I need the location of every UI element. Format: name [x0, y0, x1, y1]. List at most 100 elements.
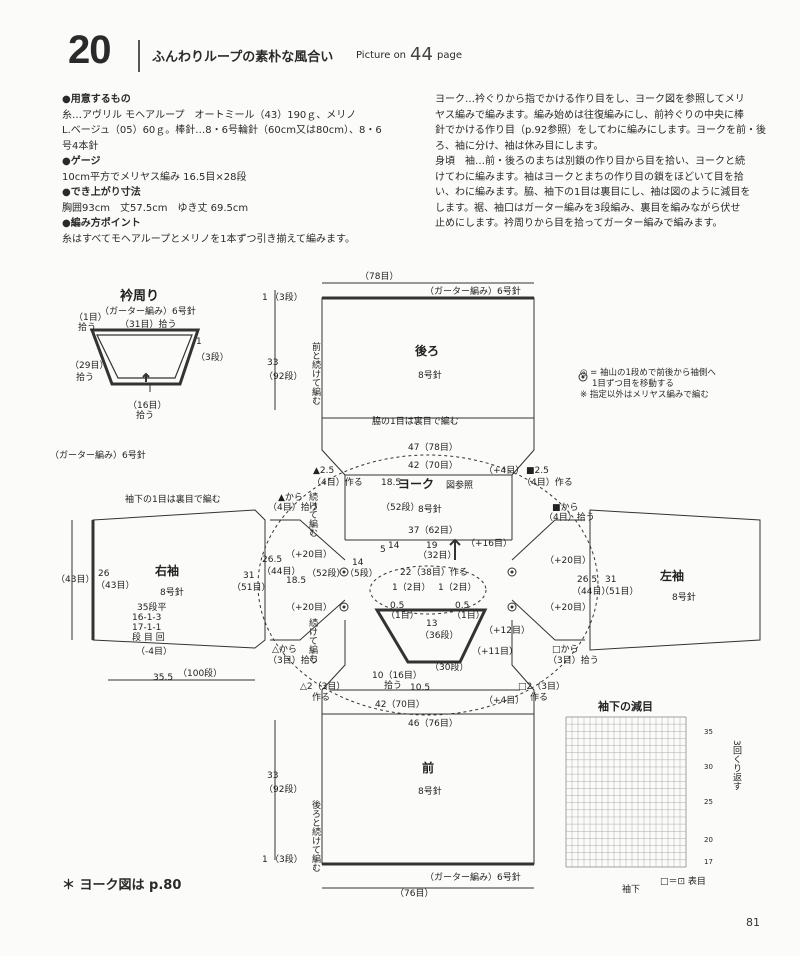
label: （+16目）	[466, 538, 512, 549]
label: （+12目）	[484, 625, 530, 636]
label: （4目）拾う	[544, 511, 595, 523]
label: 1	[262, 855, 268, 865]
collar-sub: （ガーター編み）6号針	[100, 305, 196, 317]
pattern-number: 20	[68, 28, 111, 72]
label: （+20目）	[286, 602, 332, 613]
instruction-line: ヨーク…衿ぐりから指でかける作り目をし、ヨーク図を参照してメリ	[435, 94, 745, 105]
dim-37: 37（62目）	[408, 525, 458, 536]
label: （+20目）	[286, 549, 332, 560]
instruction-line: 身頃 袖…前・後ろのまちは別鎖の作り目から目を拾い、ヨークと続	[435, 156, 745, 167]
label: 17-1-1	[132, 623, 161, 633]
size-line: 胸囲93cm 丈57.5cm ゆき丈 69.5cm	[62, 202, 249, 214]
label: （5段）	[345, 567, 378, 579]
materials-line: 号4本針	[62, 140, 99, 152]
label: 14	[352, 558, 364, 568]
back-label: 後ろ	[415, 343, 439, 358]
chart-title: 袖下の減目	[598, 699, 653, 713]
left-sleeve: 左袖	[659, 568, 684, 583]
label: （+4目）	[484, 695, 524, 706]
label: （-4目）	[136, 646, 172, 657]
label: ▲2.5	[313, 466, 334, 476]
label: 拾う	[136, 409, 154, 421]
label: （43目）	[96, 580, 134, 591]
picture-on-label: Picture on	[356, 50, 407, 61]
row-label: 25	[704, 798, 713, 806]
chart-key: □＝⊡ 表目	[660, 875, 706, 887]
label: （+20目）	[545, 602, 591, 613]
label: （+20目）	[545, 555, 591, 566]
label: ■2.5	[526, 466, 549, 476]
label: 10（16目）	[372, 670, 422, 681]
dim-76: （76目）	[395, 888, 433, 899]
instruction-line: ろ、袖に分け、袖は休み目にします。	[435, 140, 604, 152]
label: 18.5	[286, 576, 306, 586]
needle-label: 8号針	[418, 503, 442, 515]
needle-label: 8号針	[160, 586, 184, 598]
right-sleeve: 右袖	[154, 563, 179, 578]
label: ▲から	[278, 492, 303, 503]
label: （92段）	[264, 783, 302, 795]
label: 18.5	[381, 478, 401, 488]
label: 14	[388, 541, 400, 551]
label: 1（2目）	[392, 582, 430, 593]
label: （43目）	[56, 574, 94, 585]
dim-42: 42（70目）	[408, 460, 458, 471]
materials-line: L.ベージュ（05）60ｇ。棒針…8・6号輪針（60cm又は80cm）、8・6	[62, 125, 382, 136]
label: （3段）	[270, 853, 303, 865]
yoke-label: ヨーク	[398, 477, 434, 491]
yoke-ref: 図参照	[446, 479, 473, 491]
legend: ◎ = 袖山の1段めで前後から袖側へ 1目ずつ目を移動する ※ 指定以外はメリヤ…	[580, 368, 790, 401]
label: 拾う	[384, 679, 402, 691]
label: 35段平	[137, 601, 166, 613]
label: （44目）	[572, 586, 610, 597]
vertical-note: 続けて編む	[307, 617, 318, 663]
legend-line: 1目ずつ目を移動する	[592, 379, 674, 389]
vertical-note: 後ろと続けて編む	[310, 799, 321, 872]
label: 33	[267, 358, 278, 368]
label: 1	[196, 337, 202, 347]
label: （1目）	[74, 312, 107, 323]
label: （51目）	[600, 586, 638, 597]
label: （1目）	[452, 610, 485, 621]
materials-line: 糸…アヴリル モヘアループ オートミール（43）190ｇ、メリノ	[62, 109, 357, 121]
label: 拾う	[78, 321, 96, 333]
label: 拾う	[76, 371, 94, 383]
label: （100段）	[178, 667, 222, 679]
row-label: 20	[704, 836, 713, 844]
label: 35.5	[153, 673, 173, 683]
label: □から	[552, 644, 579, 655]
garter-bot: （ガーター編み）6号針	[425, 871, 521, 883]
label: 26.5	[262, 555, 282, 565]
label: 0.5	[390, 601, 404, 611]
label: 段 目 回	[132, 631, 165, 643]
garter-top: （ガーター編み）6号針	[425, 285, 521, 297]
legend-line: ◎ = 袖山の1段めで前後から袖側へ	[580, 368, 716, 378]
label: （44目）	[262, 566, 300, 577]
label: 13	[426, 619, 437, 629]
chart-repeat: 3回くり返す	[731, 740, 742, 791]
instruction-line: い、わに編みます。脇、袖下の1目は裏目にし、袖は図のように減目を	[435, 187, 751, 198]
dim-46: 46（76目）	[408, 718, 458, 729]
vertical-note: 前と続けて編む	[310, 341, 321, 405]
dim-19: 19	[426, 541, 438, 551]
row-label: 30	[704, 763, 713, 771]
dim-78: （78目）	[360, 271, 398, 282]
label: 16-1-3	[132, 613, 161, 623]
label: （52段）	[381, 501, 419, 513]
front-label: 前	[422, 760, 434, 775]
dim-42b: 42（70目）	[375, 699, 425, 710]
label: （4目）作る	[522, 476, 573, 488]
instructions-text: ヨーク…衿ぐりから指でかける作り目をし、ヨーク図を参照してメリ ヤス編みで編みま…	[435, 92, 775, 232]
page-number: 81	[746, 916, 760, 929]
label: （3段）	[270, 291, 303, 303]
materials-heading: ●用意するもの	[62, 94, 131, 105]
instruction-line: 止めにします。衿周りから目を拾ってガーター編みで編みます。	[435, 218, 723, 229]
label: （92段）	[264, 370, 302, 382]
gauge-line: 10cm平方でメリヤス編み 16.5目×28段	[62, 171, 247, 183]
label: 26.5	[577, 575, 597, 585]
label: 作る	[312, 691, 330, 703]
label: （30段）	[430, 661, 468, 673]
label: □2（3目）	[518, 681, 565, 692]
dim-32: （32目）	[418, 550, 456, 561]
dim-22: 22（38目）作る	[400, 566, 468, 578]
